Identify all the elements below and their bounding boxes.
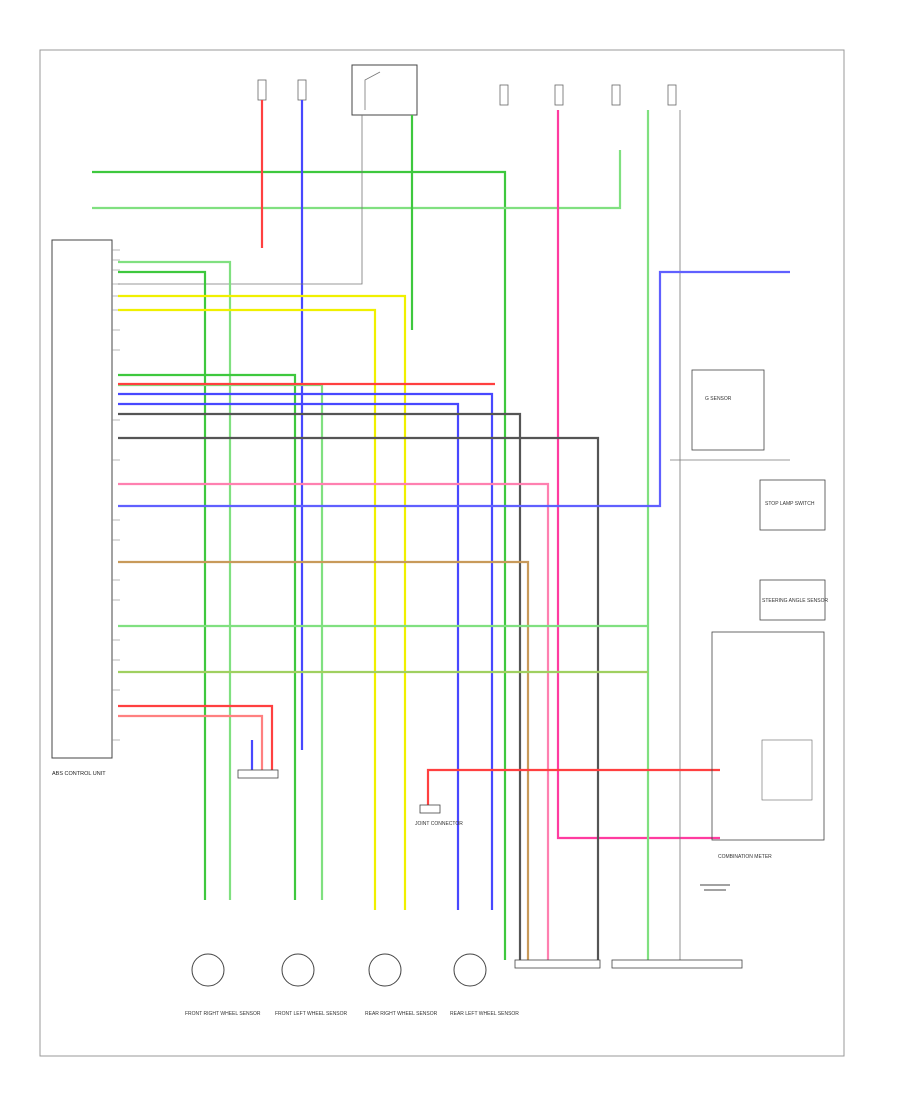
svg-text:JOINT CONNECTOR: JOINT CONNECTOR xyxy=(415,821,463,827)
connector-block-1 xyxy=(514,959,601,969)
wire-blue-1 xyxy=(118,392,494,910)
wire-yellow-1 xyxy=(118,294,407,910)
wire-green-2 xyxy=(118,270,207,900)
stop-lamp-switch-label: STOP LAMP SWITCH xyxy=(765,501,815,507)
wire-blue-2 xyxy=(118,402,460,910)
wire-red-4 xyxy=(426,768,720,805)
combination-meter-inner xyxy=(761,739,813,801)
stop-lamp-switch-box xyxy=(759,479,826,531)
relay-contacts xyxy=(364,71,381,110)
steering-angle-sensor-box xyxy=(759,579,826,621)
wire-green-top xyxy=(92,170,507,960)
g-sensor-box xyxy=(691,369,765,451)
joint-connector: JOINT CONNECTOR xyxy=(237,769,463,827)
ground-symbol xyxy=(700,884,730,891)
wire-brown-1 xyxy=(118,560,530,960)
diagram-frame xyxy=(39,49,845,1057)
wire-lightgreen-2 xyxy=(118,383,324,900)
wire-harness xyxy=(92,100,790,960)
wire-pink-main xyxy=(556,110,720,840)
g-sensor-label: G SENSOR xyxy=(705,396,732,402)
svg-text:REAR LEFT WHEEL SENSOR: REAR LEFT WHEEL SENSOR xyxy=(450,1011,519,1017)
abs-control-unit-label: ABS CONTROL UNIT xyxy=(52,771,106,777)
combination-meter-box xyxy=(711,631,825,841)
combination-meter-label: COMBINATION METER xyxy=(718,854,772,860)
svg-text:FRONT LEFT WHEEL SENSOR: FRONT LEFT WHEEL SENSOR xyxy=(275,1011,348,1017)
wire-yellow-2 xyxy=(118,308,377,910)
wheel-sensors: FRONT RIGHT WHEEL SENSOR FRONT LEFT WHEE… xyxy=(185,953,519,1017)
wire-gray-2 xyxy=(118,412,522,960)
wire-gray-1 xyxy=(118,436,600,960)
svg-text:FRONT RIGHT WHEEL SENSOR: FRONT RIGHT WHEEL SENSOR xyxy=(185,1011,261,1017)
abs-control-unit-box xyxy=(51,239,113,759)
wire-red-3 xyxy=(118,714,264,770)
fuse-blocks xyxy=(257,79,677,106)
svg-text:REAR RIGHT WHEEL SENSOR: REAR RIGHT WHEEL SENSOR xyxy=(365,1011,438,1017)
abs-pin-ticks xyxy=(112,249,120,741)
wire-green-1 xyxy=(118,260,232,900)
wire-red-2 xyxy=(118,704,274,770)
wire-lightgreen-top xyxy=(92,150,622,210)
relay-box xyxy=(351,64,418,116)
steering-angle-sensor-label: STEERING ANGLE SENSOR xyxy=(762,598,829,604)
wire-blue-3 xyxy=(118,270,790,508)
wire-pink-2 xyxy=(118,482,550,960)
wire-green-3 xyxy=(118,373,297,900)
wire-relay-gray xyxy=(118,115,363,285)
connector-block-2 xyxy=(611,959,743,969)
